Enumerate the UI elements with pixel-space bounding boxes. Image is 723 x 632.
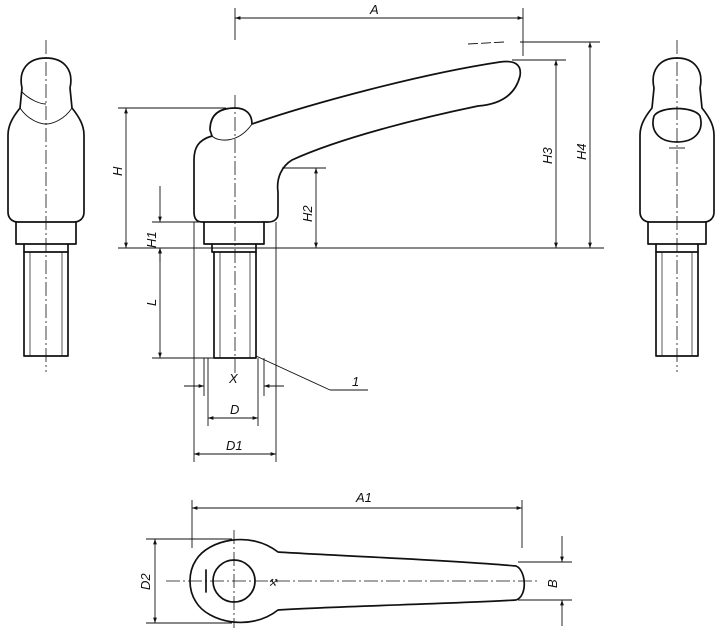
label-X: X xyxy=(228,371,239,386)
top-view-bore xyxy=(212,559,256,603)
label-H3: H3 xyxy=(540,147,555,164)
lever-hub-curve xyxy=(211,123,253,141)
label-H4: H4 xyxy=(574,143,589,160)
left-view-collar xyxy=(15,221,77,245)
label-A: A xyxy=(369,2,379,17)
label-D2: D2 xyxy=(138,573,153,590)
label-H2: H2 xyxy=(300,205,315,222)
right-view-eye xyxy=(652,107,702,143)
right-side-view xyxy=(639,40,715,372)
label-A1: A1 xyxy=(355,490,372,505)
callout-1: 1 xyxy=(352,374,359,389)
front-view xyxy=(193,41,522,378)
left-view-knob xyxy=(7,57,85,223)
left-side-view xyxy=(7,40,85,372)
label-B: B xyxy=(545,579,560,588)
label-D1: D1 xyxy=(226,438,243,453)
left-view-knob-curve xyxy=(21,91,47,105)
top-view: ⚒ xyxy=(166,530,540,628)
label-D: D xyxy=(230,402,239,417)
lever-tip-hidden xyxy=(467,41,505,45)
top-lever-outline xyxy=(189,538,526,624)
front-thread xyxy=(213,251,257,359)
svg-text:⚒: ⚒ xyxy=(268,578,278,589)
right-view-knob xyxy=(639,57,715,223)
right-view-thread xyxy=(655,251,699,357)
left-view-thread xyxy=(23,251,69,357)
right-view-neck xyxy=(655,243,699,253)
lever-body xyxy=(193,60,522,223)
left-view-knob-shoulder xyxy=(19,107,73,125)
right-view-collar xyxy=(647,221,707,245)
label-H1: H1 xyxy=(144,231,159,248)
left-view-neck xyxy=(23,243,69,253)
front-collar xyxy=(203,221,265,245)
label-H: H xyxy=(110,166,125,176)
label-L: L xyxy=(144,299,159,306)
